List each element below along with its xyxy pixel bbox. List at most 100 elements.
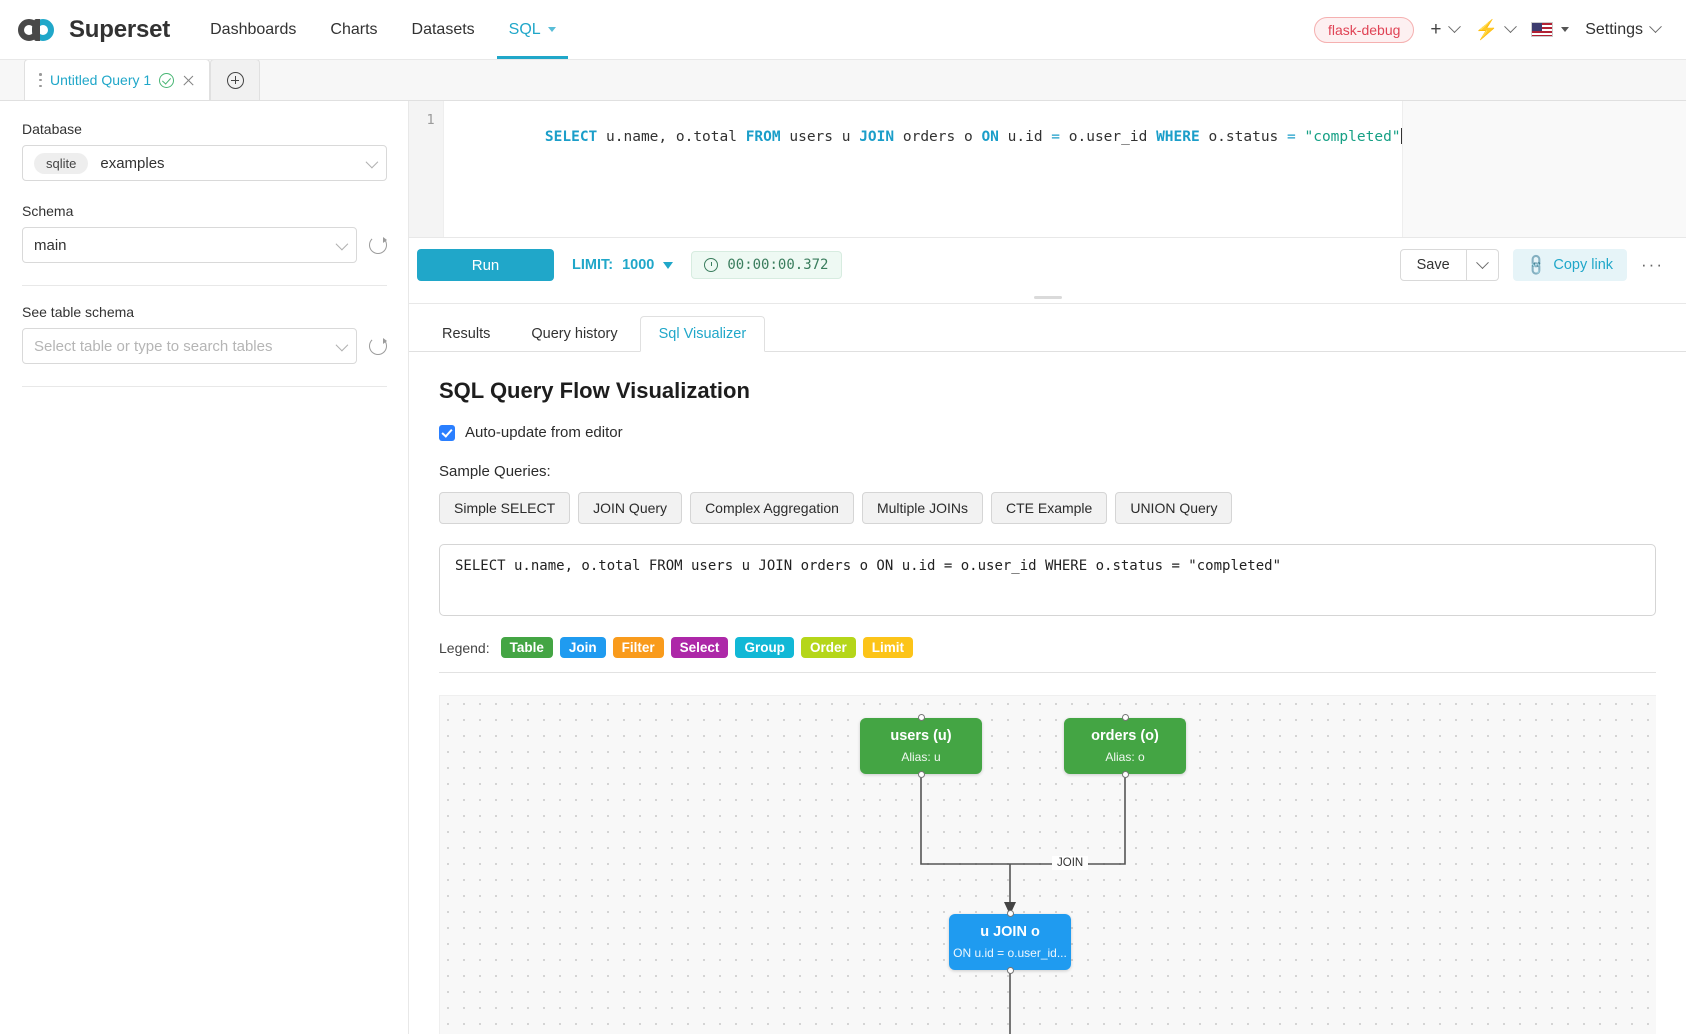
flow-node-orders[interactable]: orders (o) Alias: o: [1064, 714, 1186, 778]
editor-code[interactable]: SELECT u.name, o.total FROM users u JOIN…: [444, 101, 1402, 237]
chevron-down-icon: [335, 338, 349, 351]
limit-dropdown[interactable]: LIMIT: 1000: [572, 257, 674, 273]
nav-link-datasets[interactable]: Datasets: [412, 0, 475, 59]
code-token-where: WHERE: [1156, 129, 1200, 145]
check-circle-icon: [159, 72, 175, 88]
flow-node-users[interactable]: users (u) Alias: u: [860, 714, 982, 778]
tab-sql-visualizer[interactable]: Sql Visualizer: [639, 316, 766, 352]
legend-badge-filter: Filter: [612, 637, 664, 658]
chevron-down-icon: [335, 237, 349, 250]
code-token-uid: u.id: [998, 129, 1052, 145]
sample-query-cte-example[interactable]: CTE Example: [990, 492, 1108, 524]
auto-update-row: Auto-update from editor: [439, 424, 1656, 441]
result-tabs: Results Query history Sql Visualizer: [409, 304, 1686, 352]
top-navbar: Superset Dashboards Charts Datasets SQL …: [0, 0, 1686, 60]
chevron-down-icon: [1475, 255, 1489, 269]
sample-query-union-query[interactable]: UNION Query: [1115, 492, 1233, 524]
save-button[interactable]: Save: [1399, 249, 1467, 281]
superset-logo-icon: [18, 17, 60, 43]
refresh-tables-icon[interactable]: [369, 337, 387, 355]
legend-badge-limit: Limit: [862, 637, 913, 658]
navbar-right: flask-debug + ⚡ Settings: [1314, 16, 1662, 43]
left-query-panel: Database sqlite examples Schema main See…: [0, 101, 409, 1034]
port-icon: [1121, 714, 1129, 721]
editor-gutter: 1: [409, 101, 444, 237]
nav-link-datasets-label: Datasets: [411, 20, 475, 38]
legend-badge-select: Select: [670, 637, 729, 658]
nav-link-charts[interactable]: Charts: [330, 0, 377, 59]
limit-value: 1000: [622, 257, 655, 273]
splitter-grip-icon: [1033, 296, 1062, 299]
flow-node-orders-title: orders (o): [1091, 728, 1159, 744]
close-icon[interactable]: [182, 74, 195, 87]
query-tab-label: Untitled Query 1: [50, 72, 152, 88]
page-title: SQL Query Flow Visualization: [439, 378, 750, 403]
code-token-eq1: =: [1051, 129, 1061, 145]
sample-query-simple-select[interactable]: Simple SELECT: [439, 492, 571, 524]
chevron-down-icon: [1447, 20, 1461, 34]
copy-link-button[interactable]: 🔗 Copy link: [1512, 249, 1628, 281]
code-token-orders: orders o: [894, 129, 982, 145]
sample-queries-row: Simple SELECT JOIN Query Complex Aggrega…: [439, 492, 1656, 524]
right-editor-panel: 1 SELECT u.name, o.total FROM users u JO…: [409, 101, 1686, 1034]
legend-badge-order: Order: [800, 637, 856, 658]
ace-editor[interactable]: 1 SELECT u.name, o.total FROM users u JO…: [409, 101, 1686, 237]
language-picker[interactable]: [1531, 22, 1570, 37]
schema-select[interactable]: main: [22, 227, 357, 263]
code-token-userid: o.user_id: [1060, 129, 1157, 145]
code-token-eq2: =: [1287, 129, 1296, 145]
editor-toolbar: Run LIMIT: 1000 00:00:00.372 Save 🔗 Copy…: [409, 238, 1686, 292]
run-button[interactable]: Run: [417, 249, 554, 281]
auto-update-label: Auto-update from editor: [465, 424, 623, 441]
visualizer-query-input[interactable]: [439, 544, 1656, 616]
drag-handle-icon[interactable]: [39, 73, 42, 87]
code-token-from: FROM: [745, 129, 781, 145]
table-select-placeholder: Select table or type to search tables: [34, 337, 273, 355]
nav-link-dashboards-label: Dashboards: [210, 20, 297, 38]
more-options-icon[interactable]: ···: [1641, 255, 1664, 274]
tab-results[interactable]: Results: [423, 316, 510, 352]
bolt-icon: ⚡: [1474, 19, 1499, 41]
legend-badge-table: Table: [500, 637, 553, 658]
superset-brand[interactable]: Superset: [18, 16, 170, 44]
brand-name: Superset: [69, 15, 171, 43]
chevron-down-icon: [1649, 20, 1662, 34]
clock-icon: [704, 258, 719, 272]
link-icon: 🔗: [1523, 252, 1550, 278]
legend-badge-join: Join: [559, 637, 606, 658]
save-dropdown-button[interactable]: [1466, 249, 1499, 281]
database-engine-pill: sqlite: [34, 152, 89, 174]
flow-node-join[interactable]: u JOIN o ON u.id = o.user_id...: [949, 910, 1071, 974]
sample-query-join-query[interactable]: JOIN Query: [578, 492, 683, 524]
settings-menu[interactable]: Settings: [1585, 20, 1662, 39]
code-token-completed: "completed": [1295, 129, 1401, 145]
nav-link-dashboards[interactable]: Dashboards: [210, 0, 296, 59]
bolt-menu-button[interactable]: ⚡: [1474, 18, 1518, 42]
table-select[interactable]: Select table or type to search tables: [22, 328, 357, 364]
auto-update-checkbox[interactable]: [439, 424, 455, 441]
tab-query-history[interactable]: Query history: [512, 316, 637, 352]
panel-divider: [22, 285, 387, 286]
query-tab-untitled-query-1[interactable]: Untitled Query 1: [24, 59, 211, 100]
refresh-schema-icon[interactable]: [369, 236, 387, 254]
flow-edges: [920, 774, 1126, 1034]
schema-label: Schema: [22, 203, 74, 219]
database-select[interactable]: sqlite examples: [22, 145, 387, 181]
new-menu-button[interactable]: +: [1430, 19, 1461, 41]
panel-splitter[interactable]: [409, 292, 1686, 304]
primary-nav: Dashboards Charts Datasets SQL: [210, 0, 568, 59]
chevron-down-icon: [1504, 20, 1518, 34]
port-icon: [1006, 967, 1014, 974]
flow-node-join-title: u JOIN o: [980, 924, 1040, 940]
sample-query-complex-aggregation[interactable]: Complex Aggregation: [690, 492, 854, 524]
flow-node-users-subtitle: Alias: u: [901, 750, 941, 764]
chevron-down-icon: [365, 155, 379, 168]
us-flag-icon: [1531, 22, 1554, 37]
nav-link-sql[interactable]: SQL: [496, 0, 568, 59]
flow-canvas[interactable]: JOIN users (u) Alias: u orders (o) Alias…: [439, 695, 1656, 1034]
database-label: Database: [22, 121, 82, 137]
nav-link-charts-label: Charts: [330, 20, 378, 38]
sample-query-multiple-joins[interactable]: Multiple JOINs: [861, 492, 983, 524]
code-token-join: JOIN: [859, 129, 895, 145]
add-query-tab-button[interactable]: [210, 59, 261, 100]
